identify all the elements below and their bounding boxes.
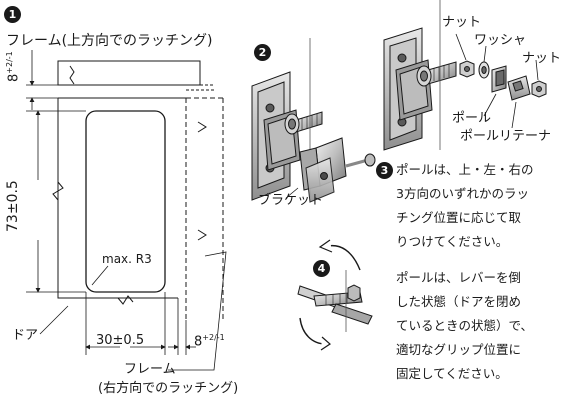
dim-top-gap-tol: +2/-1 <box>5 51 14 74</box>
label-door: ドア <box>12 328 39 343</box>
label-nut-2: ナット <box>522 51 562 66</box>
label-pole: ポール <box>452 111 492 126</box>
dim-top-gap-main: 8 <box>6 73 22 82</box>
cutout-drawing <box>26 50 227 371</box>
step4-line-4: 適切なグリップ位置に <box>396 342 522 357</box>
step4-line-5: 固定してください。 <box>396 366 508 381</box>
lever-rotation <box>297 239 373 351</box>
step3-instructions: ポールは、上・左・右の 3方向のいずれかのラッ チング位置に応じて取 りつけてく… <box>396 158 534 254</box>
step3-line-4: りつけてください。 <box>396 234 509 249</box>
dim-top-gap: 8+2/-1 <box>5 51 22 82</box>
dim-right-gap-tol: +2/-1 <box>202 333 225 342</box>
break-mark-door <box>52 181 64 201</box>
label-bracket: ブラケット <box>258 193 324 208</box>
step3-line-1: ポールは、上・左・右の <box>396 162 534 177</box>
step-marker-4: 4 <box>313 260 330 277</box>
step4-line-1: ポールは、レバーを倒 <box>396 270 522 285</box>
step-marker-2: 2 <box>254 44 271 61</box>
label-frame-right-2: (右方向でのラッチング) <box>98 381 239 396</box>
step4-line-3: ているときの状態）で、 <box>396 318 534 333</box>
door-outline <box>57 98 178 299</box>
step3-line-2: 3方向のいずれかのラッ <box>396 186 529 201</box>
step4-instructions: ポールは、レバーを倒 した状態（ドアを閉め ているときの状態）で、 適切なグリッ… <box>396 266 533 386</box>
label-frame-right-1: フレーム <box>124 362 176 377</box>
dim-right-gap: 8+2/-1 <box>194 333 225 350</box>
step4-line-2: した状態（ドアを閉め <box>396 294 522 309</box>
break-mark-top <box>69 65 75 85</box>
top-frame <box>57 60 201 86</box>
label-max-radius: max. R3 <box>102 252 152 266</box>
label-pole-retainer: ポールリテーナ <box>460 129 552 144</box>
right-frame-dashed <box>185 98 224 320</box>
dim-right-gap-main: 8 <box>194 334 203 350</box>
dim-height: 73±0.5 <box>5 180 21 232</box>
bracket-assembly <box>251 38 376 203</box>
dim-width: 30±0.5 <box>96 333 145 348</box>
cutout-opening <box>85 110 166 293</box>
label-frame-top: フレーム(上方向でのラッチング) <box>6 33 213 49</box>
step-marker-1: 1 <box>4 6 21 23</box>
label-nut-1: ナット <box>442 15 482 30</box>
pole-assembly <box>383 0 547 151</box>
step3-line-3: チング位置に応じて取 <box>396 210 522 225</box>
step-marker-3: 3 <box>376 162 393 179</box>
label-washer: ワッシャ <box>474 33 527 48</box>
